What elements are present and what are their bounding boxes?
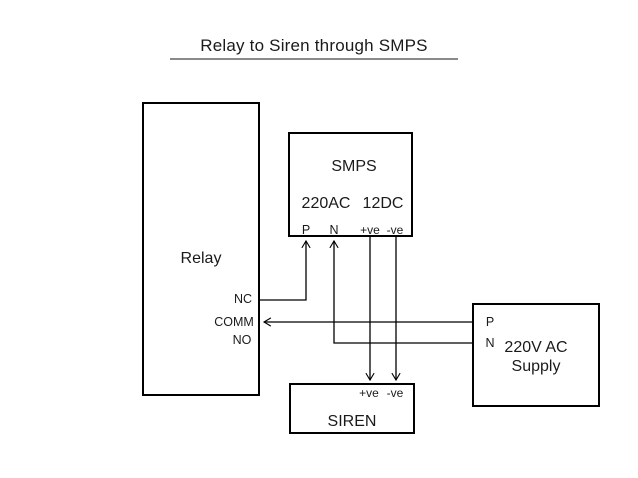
smps-terminal-pos: +ve <box>360 223 380 237</box>
supply-label-line1: 220V AC <box>504 339 568 356</box>
wire-relay-nc-to-smps-p <box>260 239 311 301</box>
siren-terminal-neg: -ve <box>386 386 404 400</box>
smps-terminal-p: P <box>301 223 311 237</box>
relay-terminal-comm: COMM <box>214 315 254 329</box>
smps-output-label: 12DC <box>362 195 404 212</box>
siren-terminal-pos: +ve <box>359 386 379 400</box>
supply-label-line2: Supply <box>511 358 561 375</box>
supply-terminal-p: P <box>485 315 495 329</box>
relay-terminal-nc: NC <box>233 292 253 306</box>
siren-box <box>289 383 415 434</box>
relay-label: Relay <box>180 250 222 267</box>
wire-supply-n-to-smps-n <box>329 239 472 344</box>
supply-box <box>472 303 600 407</box>
diagram-title: Relay to Siren through SMPS <box>200 36 428 55</box>
smps-box <box>288 132 413 237</box>
relay-box <box>142 102 260 396</box>
title-underline <box>170 58 458 60</box>
siren-label: SIREN <box>327 413 377 430</box>
smps-terminal-neg: -ve <box>386 223 404 237</box>
supply-terminal-n: N <box>485 336 495 350</box>
smps-input-label: 220AC <box>301 195 351 212</box>
smps-label: SMPS <box>331 158 377 175</box>
smps-terminal-n: N <box>329 223 339 237</box>
relay-terminal-no: NO <box>232 333 252 347</box>
